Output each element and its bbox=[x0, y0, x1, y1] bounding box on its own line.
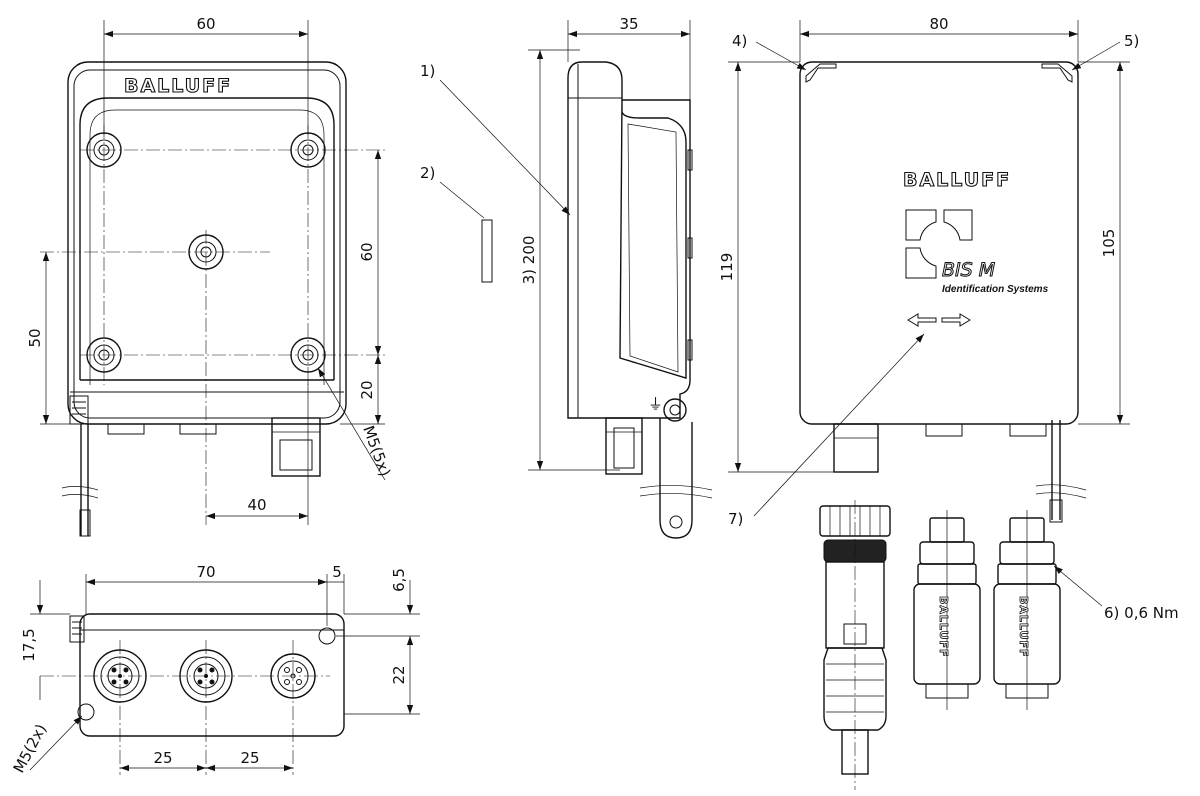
plug-brand-logo: BALLUFF bbox=[937, 596, 950, 657]
dim-bottom-connector-pitch-right: 25 bbox=[240, 749, 259, 767]
brand-logo: BALLUFF bbox=[124, 75, 232, 97]
front-view: BALLUFF bbox=[26, 15, 394, 537]
torque-callout: 6) 0,6 Nm bbox=[1104, 604, 1179, 622]
callout-5: 5) bbox=[1124, 32, 1139, 50]
dim-bottom-hole-offset: 6,5 bbox=[390, 568, 408, 592]
side-view: ⏚ 35 3) 200 1) 2) bbox=[420, 15, 713, 539]
dim-side-depth: 35 bbox=[619, 15, 638, 33]
plug-connector: BALLUFF bbox=[993, 510, 1061, 710]
dim-front-hole-offset: 20 bbox=[358, 380, 376, 399]
dim-front-width: 60 bbox=[196, 15, 215, 33]
rear-view: BALLUFF BIS M Identification Systems 80 … bbox=[718, 15, 1139, 528]
plug-connector: BALLUFF bbox=[913, 510, 981, 710]
dim-bottom-edge-offset: 5 bbox=[332, 563, 342, 581]
product-name: BIS M bbox=[942, 259, 995, 281]
connectors: BALLUFF BALLUFF 6) 0,6 Nm bbox=[819, 500, 1179, 790]
direction-arrows-icon bbox=[907, 313, 971, 327]
dim-rear-total-height: 119 bbox=[718, 253, 736, 282]
thread-callout-front: M5(5x) bbox=[359, 423, 394, 479]
bis-m-logo bbox=[905, 209, 973, 279]
dim-bottom-connector-pitch-left: 25 bbox=[153, 749, 172, 767]
thread-callout-bottom: M5(2x) bbox=[10, 721, 51, 776]
product-subtitle: Identification Systems bbox=[942, 284, 1049, 295]
dim-side-height: 3) 200 bbox=[520, 236, 538, 285]
mounting-hole bbox=[77, 703, 95, 721]
plug-brand-logo: BALLUFF bbox=[1017, 596, 1030, 657]
callout-1: 1) bbox=[420, 62, 435, 80]
callout-7: 7) bbox=[728, 510, 743, 528]
label-strip bbox=[481, 219, 493, 283]
dim-bottom-hole-spacing: 22 bbox=[390, 665, 408, 684]
callout-4: 4) bbox=[732, 32, 747, 50]
dim-front-center-height: 50 bbox=[26, 328, 44, 347]
cable-connector bbox=[819, 500, 891, 790]
bottom-view: 70 5 6,5 22 17,5 25 25 M5(2x) bbox=[10, 563, 420, 776]
ground-icon: ⏚ bbox=[648, 395, 663, 413]
dim-bottom-connector-offset: 17,5 bbox=[20, 628, 38, 661]
mounting-hole bbox=[318, 627, 336, 645]
rear-brand-logo: BALLUFF bbox=[903, 169, 1011, 191]
dim-bottom-width: 70 bbox=[196, 563, 215, 581]
dim-front-hole-spacing: 60 bbox=[358, 242, 376, 261]
dim-rear-width: 80 bbox=[929, 15, 948, 33]
callout-2: 2) bbox=[420, 164, 435, 182]
dim-front-hole-horizontal: 40 bbox=[247, 496, 266, 514]
dim-rear-housing-height: 105 bbox=[1100, 229, 1118, 258]
